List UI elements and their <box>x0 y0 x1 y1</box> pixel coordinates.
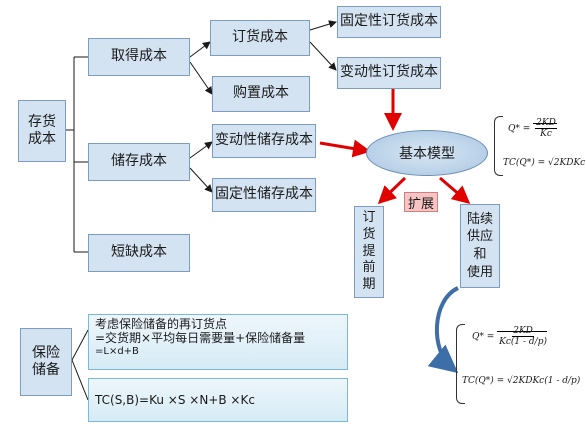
node-inventory-cost-line1: 存货 <box>28 113 56 130</box>
continuous-formula-bracket <box>456 324 465 404</box>
node-acquire-cost: 取得成本 <box>88 38 190 76</box>
extension-badge-label: 扩展 <box>407 196 434 212</box>
continuous-line-1: 陆续 <box>466 211 493 227</box>
node-fixed-order-cost-label: 固定性订货成本 <box>340 13 438 30</box>
continuous-q-formula: Q* = 2KD Kc(1 - d/p) <box>472 326 547 347</box>
reorder-point-short: =L×d+B <box>95 345 139 357</box>
node-variable-order-cost-label: 变动性订货成本 <box>340 64 438 81</box>
continuous-tc-formula: TC(Q*) = √2KDKc(1 - d/p) <box>462 376 580 386</box>
continuous-q-denominator: Kc(1 - d/p) <box>499 337 547 347</box>
node-fixed-storage-cost-label: 固定性储存成本 <box>215 186 313 203</box>
reorder-point-title: 考虑保险储备的再订货点 <box>95 317 228 331</box>
continuous-line-4: 使用 <box>466 264 493 280</box>
node-inventory-cost-line2: 成本 <box>28 131 56 147</box>
node-lead-time: 订 货 提 前 期 <box>354 206 384 298</box>
continuous-q-prefix: Q* = <box>472 332 495 342</box>
continuous-line-3: 和 <box>473 247 487 262</box>
node-order-cost-label: 订货成本 <box>232 29 288 46</box>
basic-formula-bracket <box>494 116 503 176</box>
extension-badge: 扩展 <box>404 192 438 212</box>
safety-cost-formula: TC(S,B)=Ku ×S ×N+B ×Kc <box>95 392 255 407</box>
node-variable-storage-cost-label: 变动性储存成本 <box>215 132 313 149</box>
basic-q-sqrt: 2KD Kc <box>533 118 557 139</box>
basic-q-denominator: Kc <box>540 129 552 139</box>
node-purchase-cost: 购置成本 <box>212 76 310 112</box>
lead-time-char-4: 前 <box>362 260 376 276</box>
lead-time-char-3: 提 <box>362 243 376 259</box>
safety-reserve-line1: 保险 <box>32 344 60 361</box>
node-basic-model-label: 基本模型 <box>399 146 455 162</box>
basic-tc-text: TC(Q*) = √2KDKc <box>503 158 586 168</box>
basic-q-prefix: Q* = <box>508 124 531 134</box>
continuous-q-numerator: 2KD <box>512 326 534 337</box>
node-order-cost: 订货成本 <box>210 20 310 56</box>
reorder-point-box: 考虑保险储备的再订货点 =交货期×平均每日需要量+保险储备量 =L×d+B <box>88 314 348 370</box>
reorder-point-formula: =交货期×平均每日需要量+保险储备量 <box>95 331 306 346</box>
node-shortage-cost: 短缺成本 <box>88 234 190 272</box>
node-purchase-cost-label: 购置成本 <box>233 85 289 102</box>
node-inventory-cost: 存货 成本 <box>18 100 66 162</box>
lead-time-char-2: 货 <box>362 226 376 242</box>
node-fixed-storage-cost: 固定性储存成本 <box>212 178 316 212</box>
basic-q-formula: Q* = 2KD Kc <box>508 118 557 139</box>
lead-time-char-5: 期 <box>362 277 376 293</box>
node-storage-cost: 储存成本 <box>88 143 190 181</box>
lead-time-char-1: 订 <box>362 209 376 225</box>
safety-cost-box: TC(S,B)=Ku ×S ×N+B ×Kc <box>88 378 348 422</box>
safety-reserve-line2: 储备 <box>32 362 60 378</box>
continuous-q-fraction: 2KD Kc(1 - d/p) <box>499 326 547 347</box>
node-fixed-order-cost: 固定性订货成本 <box>337 6 441 38</box>
node-acquire-cost-label: 取得成本 <box>111 48 167 65</box>
basic-q-fraction: 2KD Kc <box>535 118 557 139</box>
node-variable-storage-cost: 变动性储存成本 <box>212 124 316 158</box>
node-variable-order-cost: 变动性订货成本 <box>337 57 441 89</box>
node-safety-reserve: 保险 储备 <box>20 328 72 396</box>
basic-tc-formula: TC(Q*) = √2KDKc <box>503 158 585 168</box>
node-storage-cost-label: 储存成本 <box>111 153 167 170</box>
node-basic-model: 基本模型 <box>366 130 488 176</box>
basic-q-numerator: 2KD <box>535 118 557 129</box>
node-shortage-cost-label: 短缺成本 <box>111 244 167 261</box>
continuous-line-2: 供应 <box>466 229 493 245</box>
continuous-tc-text: TC(Q*) = √2KDKc(1 - d/p) <box>462 376 581 386</box>
continuous-q-sqrt: 2KD Kc(1 - d/p) <box>497 326 547 347</box>
node-continuous-supply: 陆续 供应 和 使用 <box>460 204 500 288</box>
